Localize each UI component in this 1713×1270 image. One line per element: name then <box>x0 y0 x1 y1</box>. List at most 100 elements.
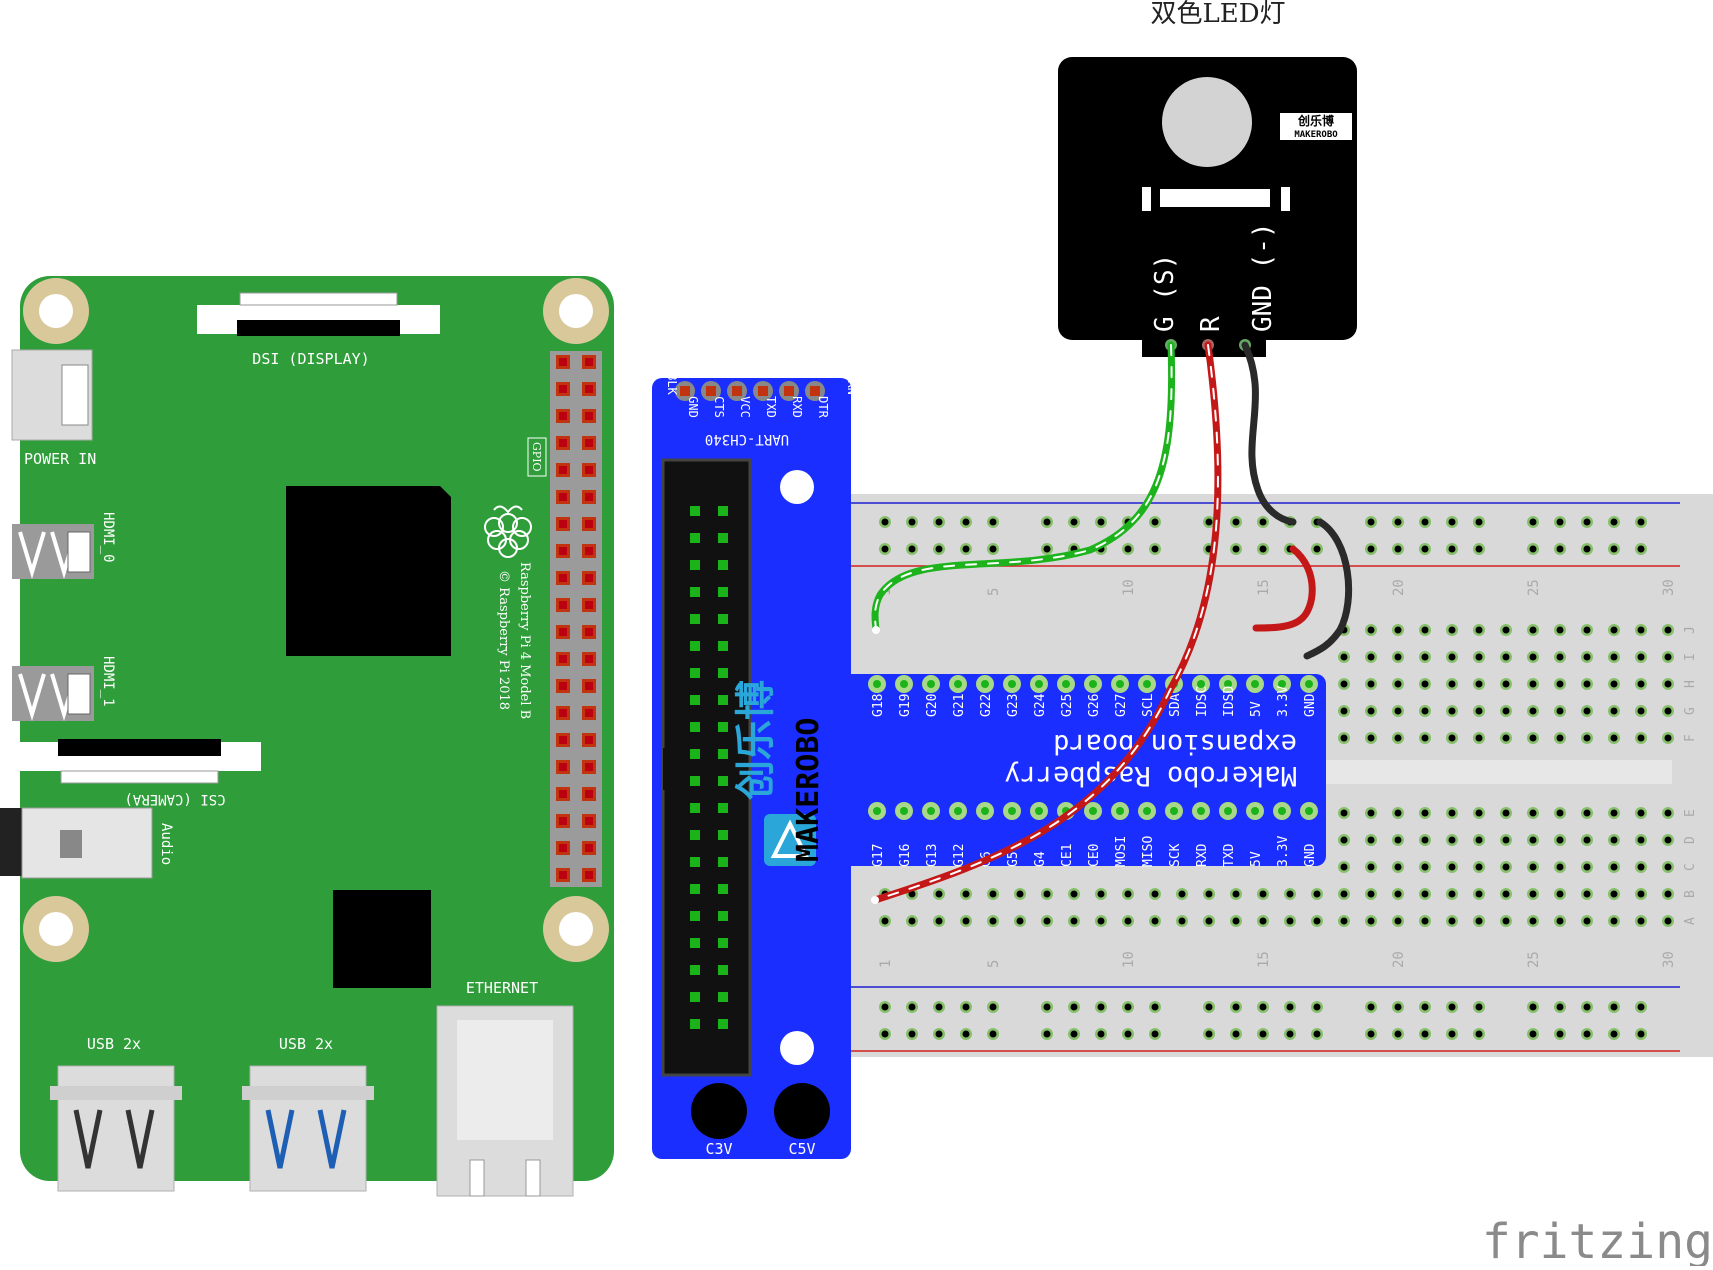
rail-hole-center <box>1259 545 1267 553</box>
socket-pin <box>690 911 700 921</box>
rail-hole-center <box>1556 1003 1564 1011</box>
wire-red-stripe <box>874 344 1219 901</box>
gpio-label: GPIO <box>530 442 543 472</box>
breadboard-hole-center <box>1529 863 1537 871</box>
rail-hole-center <box>1637 518 1645 526</box>
expansion-pin-label: GND <box>1303 843 1318 867</box>
gpio-pin-center <box>559 493 567 501</box>
uart-pin-center <box>758 386 768 396</box>
breadboard-hole-center <box>1394 890 1402 898</box>
rail-hole-center <box>1151 545 1159 553</box>
column-number: 20 <box>1391 951 1407 968</box>
rail-hole-center <box>1421 1003 1429 1011</box>
row-letter: G <box>1683 707 1698 715</box>
expansion-pin-label: IDSD <box>1222 686 1237 717</box>
rail-hole-center <box>1583 545 1591 553</box>
breadboard-hole-center <box>1529 707 1537 715</box>
socket-pin <box>718 776 728 786</box>
expansion-title-1: Makerobo Raspberry <box>1004 760 1297 791</box>
uart-pin-label: GND <box>686 396 700 418</box>
led-bulb <box>1162 77 1252 167</box>
breadboard-hole-center <box>1421 653 1429 661</box>
breadboard-hole-center <box>1610 734 1618 742</box>
led-pin-label-r: R <box>1196 316 1226 332</box>
expansion-pin-center <box>873 680 881 688</box>
socket-pin <box>718 884 728 894</box>
gpio-pin-center <box>585 709 593 717</box>
row-letter: B <box>1683 890 1698 898</box>
makerobo-logo-mark <box>770 819 810 858</box>
expansion-pin-label: G22 <box>979 694 994 717</box>
breadboard-hole-center <box>1529 809 1537 817</box>
socket-pin <box>718 830 728 840</box>
breadboard-hole-center <box>1016 890 1024 898</box>
breadboard-hole-center <box>1556 680 1564 688</box>
expansion-pin-center <box>1197 807 1205 815</box>
expansion-pin-label: G19 <box>898 694 913 717</box>
led-bar <box>1160 189 1270 207</box>
breadboard-hole-center <box>1475 707 1483 715</box>
audio-plug <box>0 808 22 876</box>
breadboard-hole-center <box>1502 653 1510 661</box>
expansion-pin-label: G4 <box>1033 851 1048 867</box>
uart-pin-label: CTS <box>712 396 726 418</box>
gpio-pin-center <box>559 439 567 447</box>
rail-hole-center <box>1475 1030 1483 1038</box>
rail-hole-center <box>1205 1003 1213 1011</box>
expansion-pins <box>868 675 1318 820</box>
socket-pin <box>718 803 728 813</box>
hdmi-1-label: HDMI_1 <box>100 656 116 707</box>
csi-slot <box>58 739 221 756</box>
rail-hole-center <box>1394 1003 1402 1011</box>
breadboard-holes <box>879 516 1674 1040</box>
rail-hole-center <box>989 1003 997 1011</box>
gpio-pin-center <box>585 601 593 609</box>
diagram-title: 双色LED灯 <box>1150 0 1285 29</box>
expansion-pin-label: IDSC <box>1195 686 1210 717</box>
breadboard-hole-center <box>881 917 889 925</box>
rail-hole-center <box>1313 1030 1321 1038</box>
breadboard-hole-center <box>1340 809 1348 817</box>
rail-hole-center <box>1367 1003 1375 1011</box>
breadboard-hole-center <box>1340 917 1348 925</box>
led-bracket-right <box>1281 187 1290 211</box>
rail-hole-center <box>962 1030 970 1038</box>
rail-hole-center <box>1637 1030 1645 1038</box>
rail-hole-center <box>1043 518 1051 526</box>
rail-hole-center <box>1394 518 1402 526</box>
breadboard-hole-center <box>1394 809 1402 817</box>
expansion-brand-cn: 创乐博 <box>733 680 779 800</box>
column-number: 25 <box>1526 579 1542 596</box>
breadboard-hole-center <box>1448 890 1456 898</box>
row-letter: D <box>1683 836 1698 844</box>
gpio-pin-center <box>559 601 567 609</box>
expansion-pin-label: G13 <box>925 844 940 867</box>
breadboard-hole-center <box>1367 734 1375 742</box>
gpio-pin-center <box>559 412 567 420</box>
usb3-label: USB 2x <box>279 1035 333 1053</box>
breadboard-hole-center <box>1502 836 1510 844</box>
rail-hole-center <box>1583 518 1591 526</box>
rail-hole-center <box>908 518 916 526</box>
socket-pin <box>690 992 700 1002</box>
ethernet-opening <box>457 1020 553 1140</box>
socket-pin <box>718 857 728 867</box>
gpio-pin-center <box>559 736 567 744</box>
breadboard-hole-center <box>1502 626 1510 634</box>
rail-hole-center <box>1529 545 1537 553</box>
mount-hole-center <box>559 294 593 328</box>
breadboard-hole-center <box>962 890 970 898</box>
breadboard-hole-center <box>1151 917 1159 925</box>
breadboard-hole-center <box>1421 836 1429 844</box>
breadboard-hole-center <box>1232 890 1240 898</box>
column-number: 10 <box>1121 951 1137 968</box>
gpio-pin-center <box>559 763 567 771</box>
breadboard-hole-center <box>1556 890 1564 898</box>
breadboard-hole-center <box>1340 707 1348 715</box>
breadboard-hole-center <box>1421 890 1429 898</box>
socket-pin <box>690 722 700 732</box>
